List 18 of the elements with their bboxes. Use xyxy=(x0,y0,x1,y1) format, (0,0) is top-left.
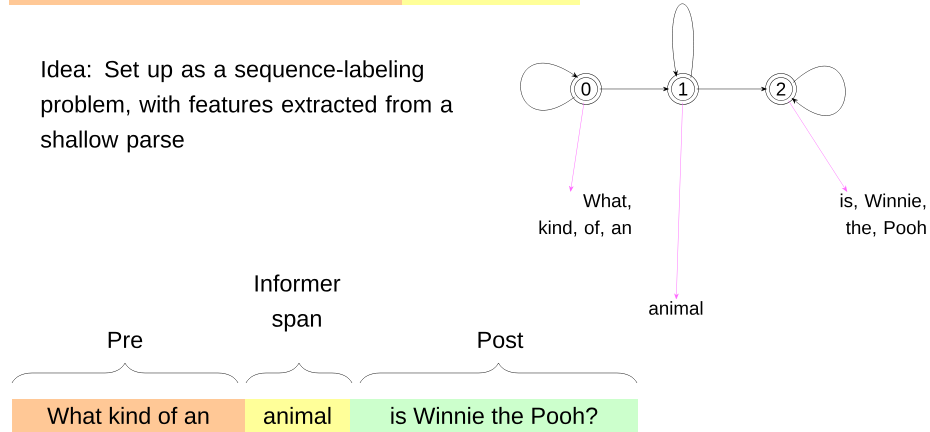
brace-label: Pre xyxy=(108,332,142,348)
word-list: is, Winnie, the, Pooh xyxy=(840,194,926,236)
word-list: animal xyxy=(649,301,702,315)
arrow xyxy=(696,86,767,92)
highlighted-text: animal xyxy=(245,398,350,432)
highlighted-text: What kind of an xyxy=(12,398,245,432)
brace-label: Post xyxy=(478,332,524,348)
leader-arrow xyxy=(569,102,584,192)
brace-label: Informer span xyxy=(256,274,340,332)
loop-arrow xyxy=(672,4,694,78)
leader-arrow xyxy=(674,102,683,300)
loop-arrow xyxy=(792,66,846,116)
idea-text: Idea: Set up as a sequence-labeling problem, with features extracted from a shallow parse xyxy=(40,60,453,152)
arrow xyxy=(600,86,669,92)
word-list: What, kind, of, an xyxy=(540,194,631,236)
leader-arrow xyxy=(788,100,848,192)
highlighted-text: is Winnie the Pooh? xyxy=(350,398,638,432)
loop-arrow xyxy=(520,62,578,110)
